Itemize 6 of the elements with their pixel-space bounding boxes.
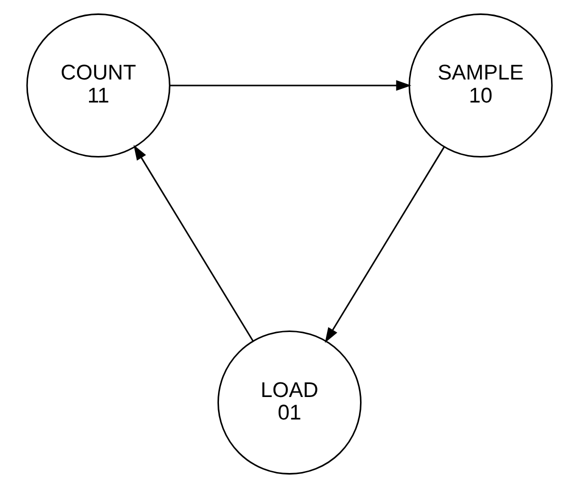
node-circle: COUNT 11 [26, 13, 170, 158]
arrow [324, 146, 445, 343]
node-circle: LOAD 01 [217, 330, 362, 475]
arrow [170, 80, 412, 91]
node-circle: SAMPLE 10 [408, 13, 553, 158]
arrow [134, 144, 254, 342]
